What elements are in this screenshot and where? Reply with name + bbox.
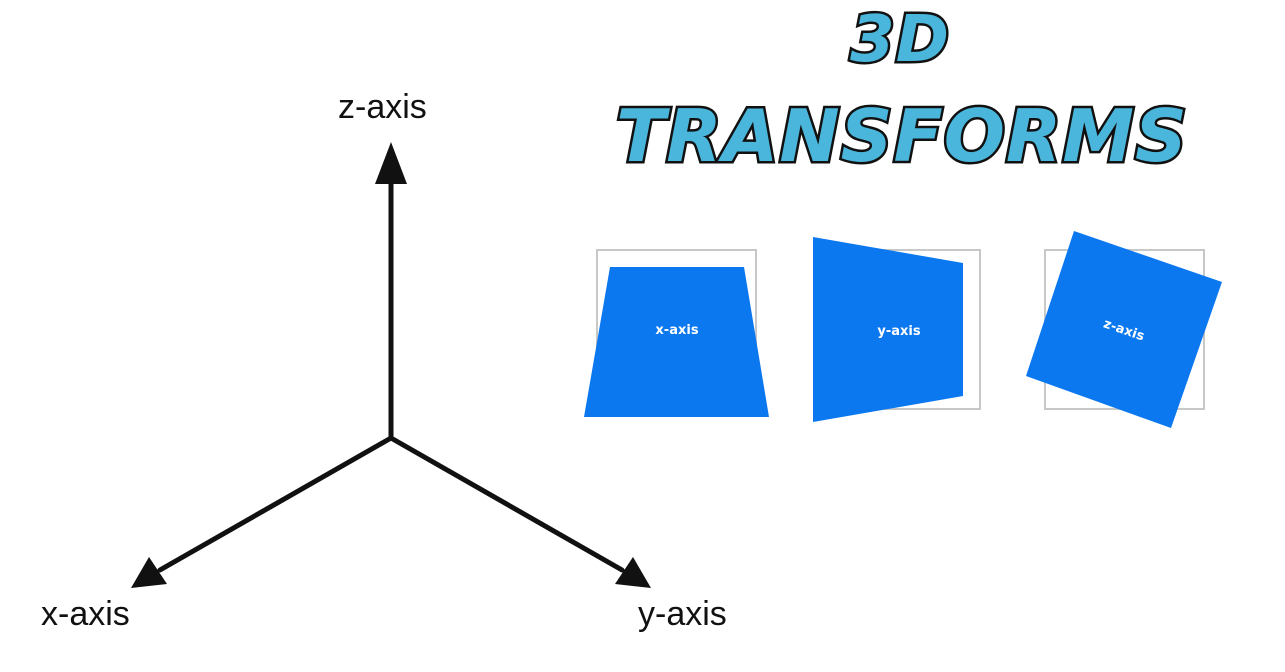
x-axis-line <box>157 435 394 573</box>
z-axis-label: z-axis <box>338 88 427 126</box>
y-axis-line <box>388 435 625 573</box>
y-axis-label: y-axis <box>638 595 727 633</box>
z-axis-arrowhead <box>375 142 407 184</box>
title-line-2: TRANSFORMS <box>614 94 1190 178</box>
x-axis-arrowhead <box>131 557 167 588</box>
x-axis-label: x-axis <box>41 595 130 633</box>
title-line-1: 3D <box>848 3 952 77</box>
y-axis-arrowhead <box>615 557 651 588</box>
